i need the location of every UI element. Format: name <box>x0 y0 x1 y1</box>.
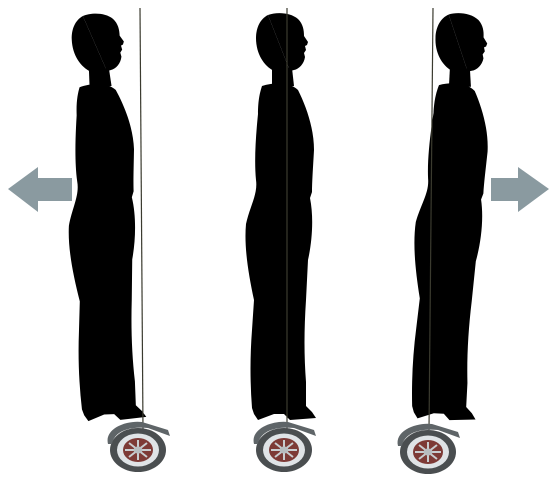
person-silhouette-upright-icon <box>245 13 316 420</box>
person-silhouette-back-icon <box>60 12 146 421</box>
hoverboard-wheel-back-icon <box>108 422 170 472</box>
right-arrow-icon <box>491 167 549 212</box>
figure-upright <box>245 8 316 472</box>
reference-line-back <box>140 8 143 430</box>
person-silhouette-forward-icon <box>405 11 497 421</box>
left-arrow-icon <box>8 167 72 212</box>
figure-lean-back <box>60 8 170 472</box>
figure-lean-forward <box>398 8 497 474</box>
hoverboard-wheel-forward-icon <box>398 424 460 474</box>
hoverboard-wheel-upright-icon <box>254 422 316 472</box>
